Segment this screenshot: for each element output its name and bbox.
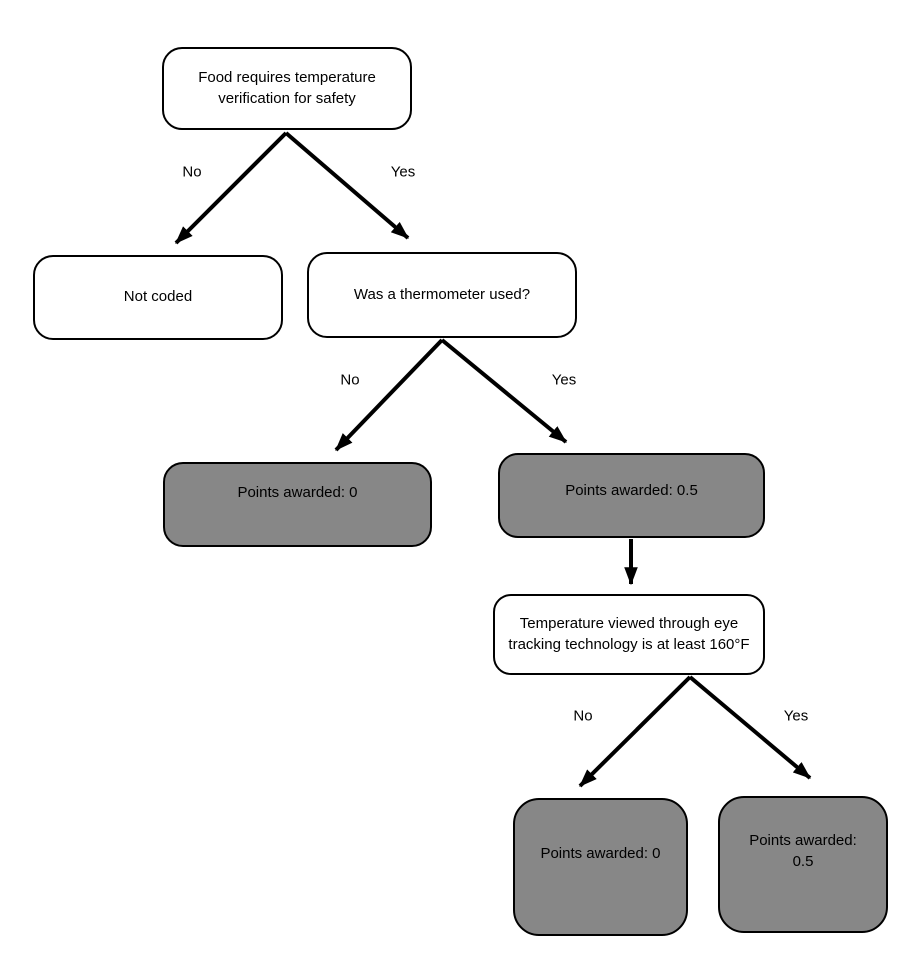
edge-label-thermometer-yes: Yes — [551, 371, 577, 389]
node-not-coded-label: Not coded — [123, 288, 193, 306]
edge-label-eyetracking-yes: Yes — [783, 707, 809, 725]
node-points-awarded-05-first-label: Points awarded: 0.5 — [565, 482, 698, 500]
node-points-awarded-05-second: Points awarded: 0.5 — [718, 796, 888, 933]
edge-label-eyetracking-no: No — [573, 707, 593, 725]
node-not-coded: Not coded — [33, 255, 283, 340]
edge-label-root-yes: Yes — [390, 163, 416, 181]
node-points-awarded-0-second-label: Points awarded: 0 — [540, 844, 661, 862]
node-points-awarded-05-second-label: Points awarded: 0.5 — [749, 832, 857, 870]
node-eye-tracking-160f-label: Temperature viewed through eye tracking … — [508, 615, 750, 653]
node-points-awarded-0-second: Points awarded: 0 — [513, 798, 688, 936]
edge-label-root-no: No — [182, 163, 202, 181]
arrow-eyetracking-yes — [688, 675, 812, 780]
node-thermometer-used: Was a thermometer used? — [307, 252, 577, 338]
node-points-awarded-0-first-label: Points awarded: 0 — [237, 484, 358, 502]
edge-label-thermometer-no: No — [340, 371, 360, 389]
node-thermometer-used-label: Was a thermometer used? — [353, 285, 531, 303]
node-points-awarded-05-first: Points awarded: 0.5 — [498, 453, 765, 538]
arrow-root-no — [174, 131, 288, 245]
node-points-awarded-0-first: Points awarded: 0 — [163, 462, 432, 547]
arrow-thermometer-no — [334, 338, 444, 452]
node-food-requires-temperature: Food requires temperature verification f… — [162, 47, 412, 130]
arrow-thermometer-yes — [440, 338, 568, 444]
node-eye-tracking-160f: Temperature viewed through eye tracking … — [493, 594, 765, 675]
arrow-eyetracking-no — [578, 675, 692, 788]
arrow-root-yes — [284, 131, 410, 240]
node-food-requires-temperature-label: Food requires temperature verification f… — [198, 69, 376, 107]
